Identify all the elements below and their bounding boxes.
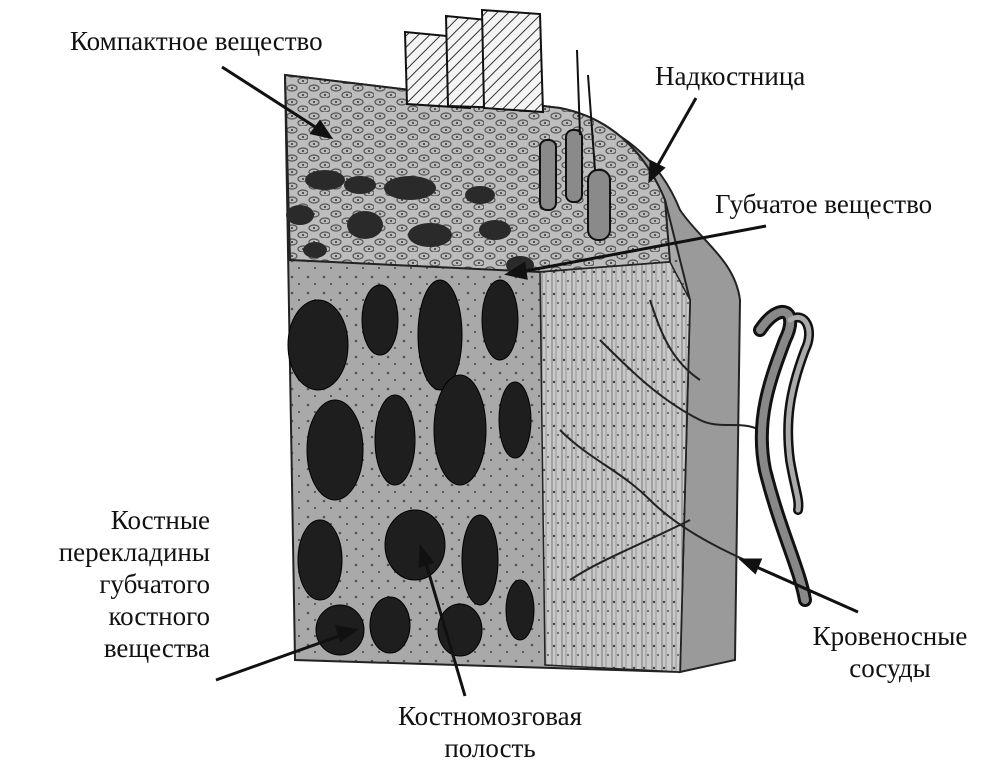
label-spongy-bone: Губчатое вещество xyxy=(715,188,932,220)
label-periosteum: Надкостница xyxy=(655,60,805,92)
label-trabeculae: Костные перекладины губчатого костного в… xyxy=(10,504,210,664)
label-periosteum-text: Надкостница xyxy=(655,60,805,92)
bone-side-face xyxy=(540,262,690,672)
label-trabeculae-line-4: костного xyxy=(10,600,210,632)
label-marrow-line-2: полость xyxy=(360,732,620,764)
label-trabeculae-line-5: вещества xyxy=(10,632,210,664)
label-blood-vessels: Кровеносные сосуды xyxy=(790,620,990,684)
label-compact-bone-text: Компактное вещество xyxy=(70,25,323,57)
lamellae-slabs xyxy=(405,10,543,112)
blood-vessels xyxy=(760,312,809,600)
label-trabeculae-line-3: губчатого xyxy=(10,568,210,600)
label-spongy-bone-text: Губчатое вещество xyxy=(715,188,932,220)
label-trabeculae-line-1: Костные xyxy=(10,504,210,536)
label-vessels-line-2: сосуды xyxy=(790,652,990,684)
label-marrow-line-1: Костномозговая xyxy=(360,700,620,732)
label-compact-bone: Компактное вещество xyxy=(70,25,323,57)
label-marrow-cavity: Костномозговая полость xyxy=(360,700,620,764)
label-trabeculae-line-2: перекладины xyxy=(10,536,210,568)
label-vessels-line-1: Кровеносные xyxy=(790,620,990,652)
